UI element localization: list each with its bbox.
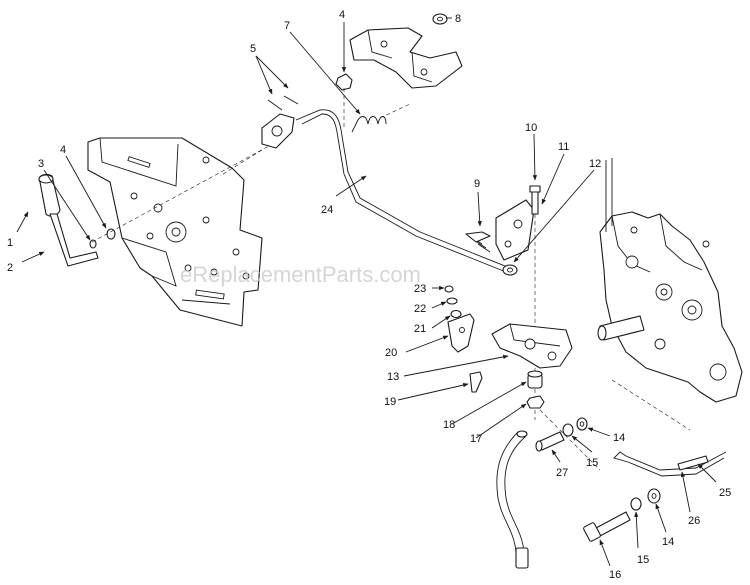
bolt [583,511,631,542]
bolt [529,185,541,215]
callout-26: 26 [688,515,700,527]
callout-4: 4 [339,9,345,21]
callout-12: 12 [589,158,601,170]
callout-15: 15 [586,457,598,469]
washer [450,309,462,319]
bolt [535,431,565,452]
callout-labels: 1 2 3 4 4 5 7 8 9 10 11 12 13 14 14 15 1… [7,9,731,581]
callout-17: 17 [470,433,482,445]
callout-21: 21 [414,323,426,335]
callout-3: 3 [38,158,44,170]
shift-lever [49,213,99,267]
bolt [469,371,483,393]
callout-8: 8 [455,13,461,25]
callout-4: 4 [60,144,66,156]
pivot-plate [495,199,535,261]
callout-9: 9 [474,178,480,190]
pin [677,455,709,471]
callout-7: 7 [284,20,290,32]
callout-24: 24 [321,204,333,216]
callout-27: 27 [556,467,568,479]
washer-hole [437,16,443,22]
spacer [527,370,543,389]
return-rod [613,451,727,477]
callout-13: 13 [387,371,399,383]
clevis-pin [465,231,491,243]
leader-lines [16,17,717,567]
shift-rod [295,109,511,273]
callout-18: 18 [443,419,455,431]
washer [444,285,454,293]
callout-14: 14 [613,432,625,444]
washer [562,423,574,437]
rod-end [502,264,518,276]
shift-arm [491,323,573,369]
washer [630,497,642,511]
pivot-bracket [261,113,295,149]
callout-19: 19 [384,396,396,408]
bushing-bracket [447,313,475,353]
transmission-housing [597,211,743,403]
callout-10: 10 [525,122,537,134]
callout-11: 11 [558,141,569,153]
washer [446,297,458,305]
spring [351,116,387,133]
callout-22: 22 [414,303,426,315]
shift-knob [38,173,61,217]
washer [89,239,97,249]
upper-bracket [349,27,463,89]
callout-14: 14 [662,536,674,548]
callout-25: 25 [719,487,731,499]
nut [526,395,545,409]
mounting-plate [87,137,263,327]
cable [496,430,529,569]
callout-2: 2 [7,262,13,274]
callout-1: 1 [7,237,13,249]
callout-5: 5 [250,43,256,55]
callout-15: 15 [637,554,649,566]
watermark: eReplacementParts.com [180,262,421,287]
callout-23: 23 [414,283,426,295]
nut [335,73,353,91]
callout-16: 16 [609,569,621,581]
callout-20: 20 [385,347,397,359]
